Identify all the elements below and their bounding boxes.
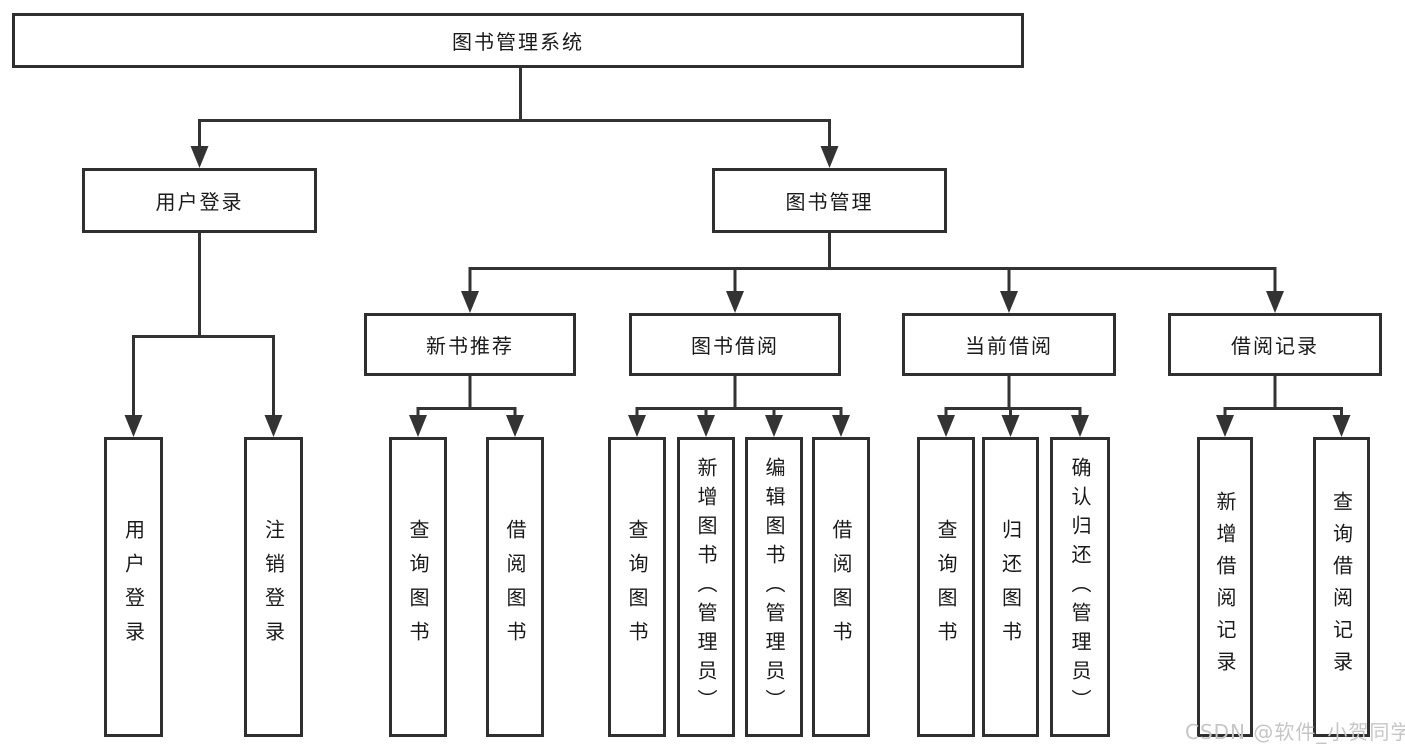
node-leaf-query-books-current: 查询图书 (917, 437, 975, 737)
node-leaf-query-books-recommend-label: 查询图书 (406, 519, 430, 655)
node-leaf-logout: 注销登录 (244, 437, 303, 737)
node-leaf-borrow-books: 借阅图书 (812, 437, 870, 737)
node-leaf-query-books-recommend: 查询图书 (389, 437, 447, 737)
node-leaf-add-borrow-record: 新增借阅记录 (1197, 437, 1253, 737)
node-leaf-confirm-return-admin-label: 确认归还（管理员） (1068, 456, 1092, 718)
node-leaf-borrow-books-recommend: 借阅图书 (486, 437, 544, 737)
node-current-borrowing: 当前借阅 (902, 313, 1116, 376)
node-book-borrowing-label: 图书借阅 (691, 334, 779, 358)
node-book-borrowing: 图书借阅 (629, 313, 841, 376)
arrowhead-down-icons (124, 146, 1351, 437)
node-borrowing-records: 借阅记录 (1168, 313, 1382, 376)
node-user-login: 用户登录 (82, 168, 317, 233)
node-leaf-edit-books-admin: 编辑图书（管理员） (745, 437, 803, 737)
node-leaf-return-books-label: 归还图书 (998, 519, 1023, 655)
node-new-book-recommend-label: 新书推荐 (426, 334, 514, 358)
node-leaf-user-login: 用户登录 (104, 437, 163, 737)
node-borrowing-records-label: 借阅记录 (1231, 334, 1319, 358)
node-leaf-query-books-borrowing-label: 查询图书 (625, 519, 649, 655)
node-leaf-add-books-admin-label: 新增图书（管理员） (694, 456, 718, 718)
node-leaf-query-borrow-record: 查询借阅记录 (1313, 437, 1370, 737)
node-leaf-borrow-books-recommend-label: 借阅图书 (503, 519, 527, 655)
node-leaf-user-login-label: 用户登录 (121, 519, 146, 655)
node-leaf-query-books-current-label: 查询图书 (934, 519, 958, 655)
node-leaf-add-borrow-record-label: 新增借阅记录 (1213, 491, 1237, 683)
node-leaf-borrow-books-label: 借阅图书 (829, 519, 853, 655)
node-leaf-confirm-return-admin: 确认归还（管理员） (1050, 437, 1110, 737)
node-leaf-query-borrow-record-label: 查询借阅记录 (1329, 491, 1354, 683)
node-user-login-label: 用户登录 (155, 190, 244, 214)
node-book-management: 图书管理 (712, 168, 947, 233)
node-leaf-query-books-borrowing: 查询图书 (608, 437, 666, 737)
node-new-book-recommend: 新书推荐 (364, 313, 576, 376)
node-book-management-label: 图书管理 (785, 190, 874, 214)
node-current-borrowing-label: 当前借阅 (965, 334, 1053, 358)
node-root: 图书管理系统 (12, 13, 1024, 68)
node-leaf-add-books-admin: 新增图书（管理员） (677, 437, 735, 737)
node-root-label: 图书管理系统 (452, 30, 584, 54)
node-leaf-logout-label: 注销登录 (261, 519, 286, 655)
node-leaf-return-books: 归还图书 (982, 437, 1039, 737)
csdn-watermark: CSDN @软件_小贺同学 (1185, 720, 1405, 744)
node-leaf-edit-books-admin-label: 编辑图书（管理员） (762, 456, 786, 718)
